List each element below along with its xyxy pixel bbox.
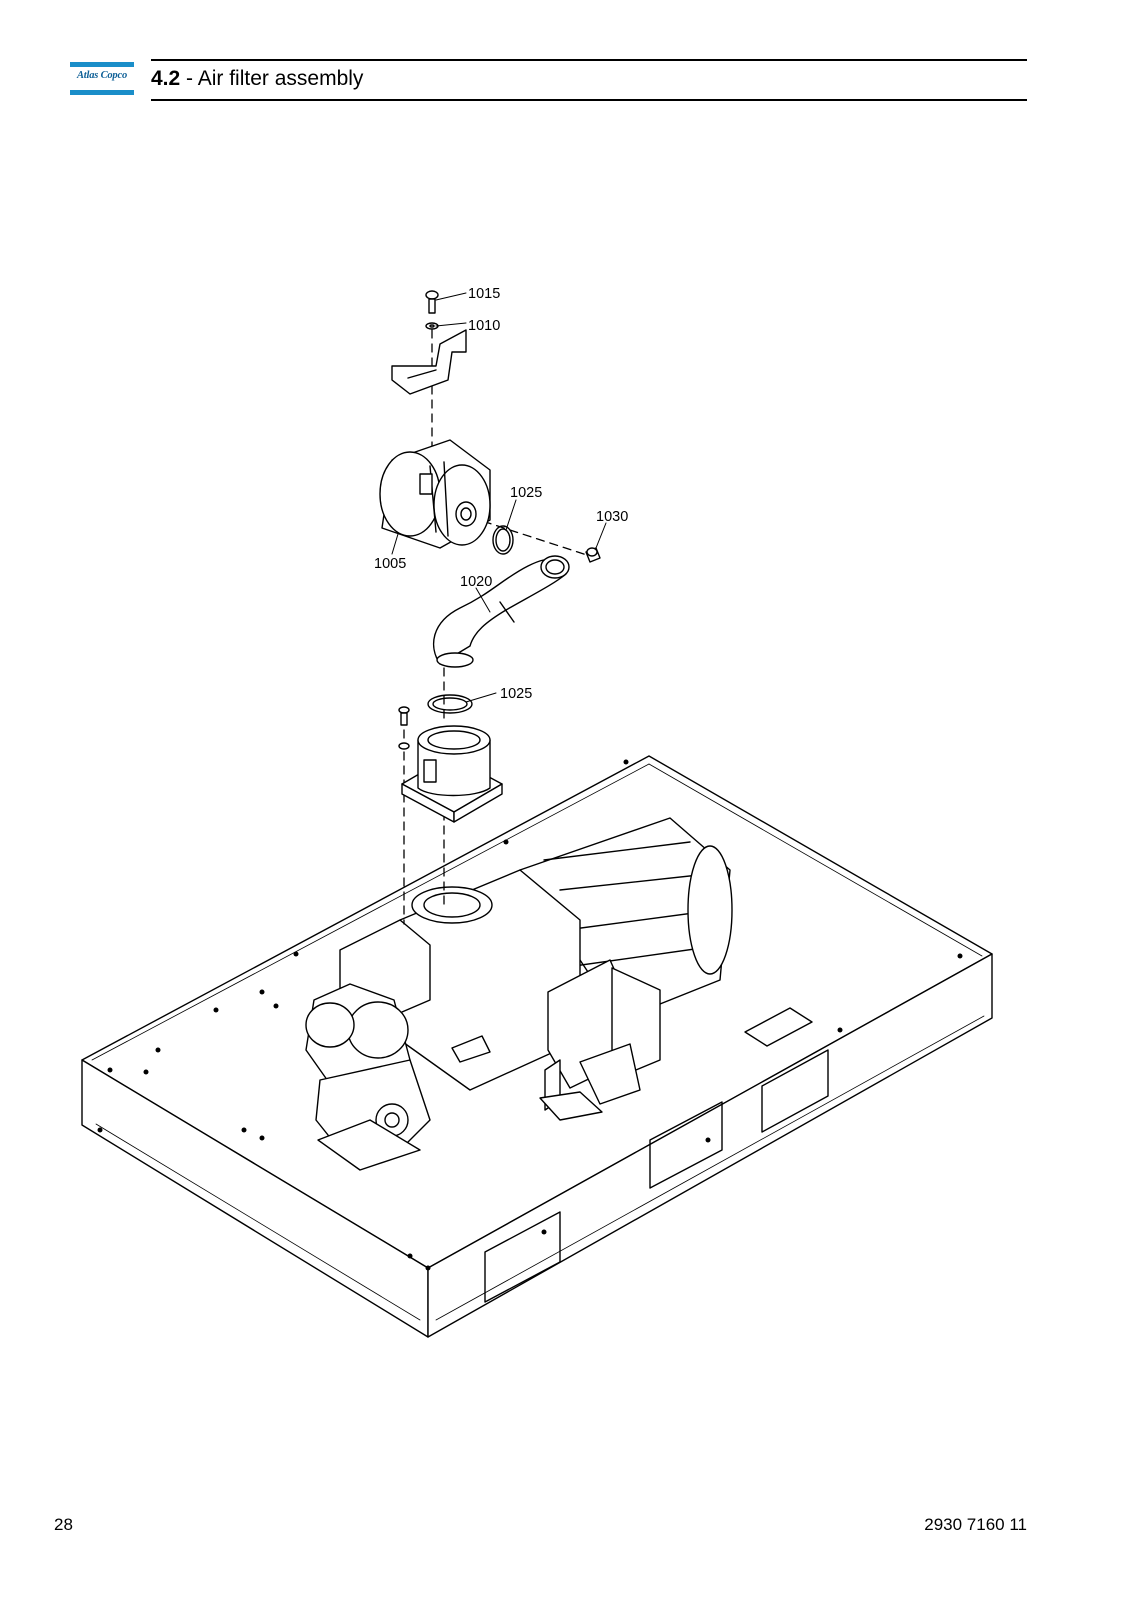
part-1025-clamp-bottom — [427, 694, 473, 714]
logo-wordmark: Atlas Copco — [76, 70, 127, 81]
callout-1020: 1020 — [460, 574, 492, 590]
callout-1025-top: 1025 — [510, 485, 542, 501]
page-number: 28 — [54, 1515, 73, 1534]
header-rule-bottom — [151, 99, 1027, 101]
callout-1015: 1015 — [468, 286, 500, 302]
part-1015-bolt — [425, 290, 439, 314]
callout-1025-bottom: 1025 — [500, 686, 532, 702]
section-title: Air filter assembly — [197, 67, 364, 90]
small-bolt — [398, 706, 410, 726]
part-1025-clamp-top — [492, 525, 514, 555]
header-rule-top — [151, 59, 1027, 61]
frame-holes — [97, 759, 963, 1271]
page-title: 4.2 - Air filter assembly — [151, 66, 363, 92]
atlas-copco-logo: Atlas Copco — [70, 62, 134, 95]
part-1030-fitting — [585, 547, 601, 563]
callout-1005: 1005 — [374, 556, 406, 572]
title-separator: - — [180, 67, 198, 90]
part-1020-hose — [432, 555, 570, 668]
document-number: 2930 7160 11 — [924, 1515, 1027, 1534]
small-washer — [398, 742, 410, 750]
part-1005-air-filter-housing — [379, 439, 491, 549]
callout-1030: 1030 — [596, 509, 628, 525]
leader-lines — [391, 292, 607, 703]
section-number: 4.2 — [151, 67, 181, 90]
callout-1010: 1010 — [468, 318, 500, 334]
inlet-adapter — [401, 725, 503, 823]
bracket — [391, 329, 467, 395]
compressor-element — [305, 817, 733, 1171]
